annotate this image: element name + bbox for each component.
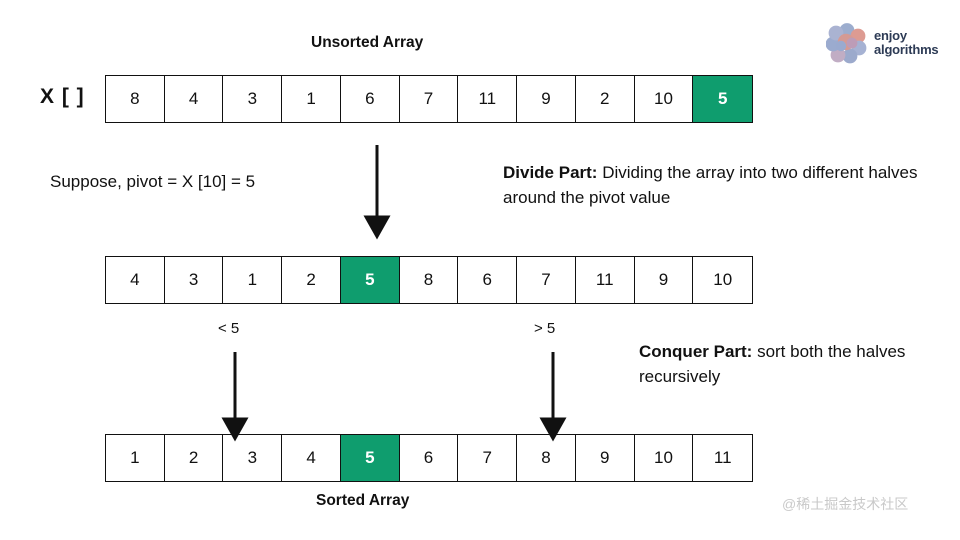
array-cell: 6 — [458, 257, 518, 303]
label-less-than-pivot: < 5 — [218, 320, 240, 337]
array-cell: 9 — [634, 257, 694, 303]
array-cell: 8 — [399, 257, 459, 303]
array-cell: 4 — [106, 257, 165, 303]
array-cell: 6 — [399, 435, 459, 481]
note-divide-part: Divide Part: Dividing the array into two… — [503, 161, 923, 210]
note-conquer-lead: Conquer Part: — [639, 342, 753, 361]
array-cell: 7 — [458, 435, 518, 481]
heading-unsorted-array: Unsorted Array — [311, 34, 424, 51]
array-cell: 4 — [164, 76, 224, 122]
heading-sorted-array: Sorted Array — [316, 492, 410, 509]
array-cell: 2 — [575, 76, 635, 122]
pivot-cell: 5 — [340, 435, 400, 481]
array-cell: 3 — [223, 76, 283, 122]
array-cell: 2 — [164, 435, 224, 481]
array-cell: 11 — [575, 257, 635, 303]
array-cell: 10 — [634, 435, 694, 481]
molecule-cluster-icon — [826, 23, 867, 64]
array-cell: 11 — [693, 435, 753, 481]
array-cell: 8 — [517, 435, 576, 481]
brand-logo-line2: algorithms — [874, 42, 939, 57]
pivot-cell: 5 — [693, 76, 753, 122]
array-cell: 3 — [223, 435, 283, 481]
brand-logo: enjoy algorithms — [826, 21, 950, 65]
array-cell: 2 — [282, 257, 341, 303]
watermark: @稀土掘金技术社区 — [782, 496, 909, 512]
array-cell: 1 — [106, 435, 165, 481]
note-conquer-text: sort both the halves recursively — [639, 342, 906, 386]
note-divide-text: Dividing the array into two different ha… — [503, 163, 918, 207]
array-cell: 7 — [517, 257, 576, 303]
array-cell: 3 — [164, 257, 224, 303]
array-cell: 10 — [693, 257, 753, 303]
brand-logo-text: enjoy algorithms — [874, 28, 939, 57]
brand-logo-line1: enjoy — [874, 28, 907, 44]
label-greater-than-pivot: > 5 — [534, 320, 556, 337]
array-cell: 9 — [517, 76, 576, 122]
note-divide-lead: Divide Part: — [503, 163, 598, 182]
pivot-cell: 5 — [340, 257, 400, 303]
array-cell: 10 — [634, 76, 694, 122]
array-cell: 9 — [575, 435, 635, 481]
array-name-label: X [ ] — [40, 85, 85, 108]
pivot-statement: Suppose, pivot = X [10] = 5 — [50, 172, 256, 191]
array-cell: 1 — [282, 76, 341, 122]
note-conquer-part: Conquer Part: sort both the halves recur… — [639, 340, 909, 389]
array-cell: 6 — [340, 76, 400, 122]
array-cell: 8 — [106, 76, 165, 122]
array-cell: 1 — [223, 257, 283, 303]
array-cell: 7 — [399, 76, 459, 122]
array-cell: 4 — [282, 435, 341, 481]
array-cell: 11 — [458, 76, 518, 122]
